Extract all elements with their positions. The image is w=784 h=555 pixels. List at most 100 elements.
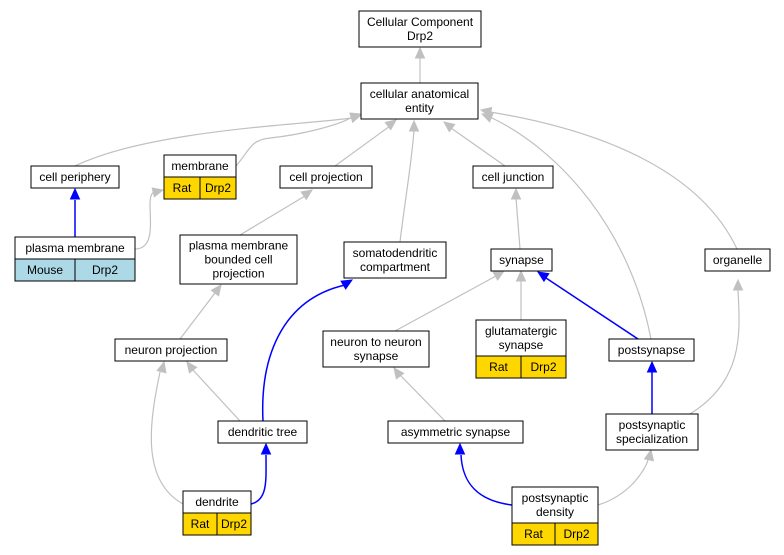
species-tag-label: Drp2: [530, 360, 556, 374]
edge-glutamatergic-synapse: [515, 269, 527, 320]
edge-celljunction-cae: [443, 121, 506, 167]
edge-postsynspec-postsynapse: [646, 360, 658, 414]
arrowhead-icon: [443, 121, 456, 133]
node-label-line: organelle: [713, 253, 763, 267]
node-label-line: neuron projection: [125, 343, 218, 357]
edge-psd-asymmetric: [454, 442, 513, 506]
edge-membrane-cae: [235, 112, 363, 167]
node-label-line: postsynaptic: [619, 418, 686, 432]
node-label-line: dendrite: [195, 495, 239, 509]
edge-asymmetric-n2n: [393, 367, 446, 422]
node-label-line: dendritic tree: [228, 425, 298, 439]
arrowhead-icon: [646, 360, 658, 373]
node-dendritic-tree: dendritic tree: [217, 420, 308, 444]
arrowhead-icon: [492, 270, 506, 281]
node-label-line: synapse: [354, 349, 399, 363]
species-tag: Mouse: [14, 258, 76, 282]
node-label-line: glutamatergic: [485, 324, 557, 338]
edge-dendrite-dendritictree: [250, 442, 272, 505]
species-tag-label: Drp2: [563, 527, 589, 541]
species-tag-label: Rat: [524, 527, 543, 541]
arrowhead-icon: [515, 269, 527, 282]
arrowhead-icon: [510, 187, 522, 200]
node-label-line: cell periphery: [39, 170, 110, 184]
edge-plasmamembrane-cellperiphery: [69, 187, 81, 237]
node-label-line: entity: [405, 101, 434, 115]
edge-dendrite-neuronprojection: [150, 360, 184, 505]
arrowhead-icon: [151, 187, 165, 198]
node-label-line: membrane: [171, 159, 229, 173]
node-label-line: density: [536, 505, 574, 519]
arrowhead-icon: [340, 279, 354, 290]
species-tag: Drp2: [520, 355, 567, 379]
arrowhead-icon: [643, 448, 655, 462]
edge-somato-cae: [399, 119, 420, 243]
node-label-line: Drp2: [407, 29, 433, 43]
node-synapse: synapse: [490, 248, 553, 272]
node-cell-junction: cell junction: [472, 165, 554, 189]
species-tag-label: Rat: [191, 517, 210, 531]
node-label-line: plasma membrane: [25, 241, 125, 255]
edge-cellprojection-cae: [334, 119, 397, 167]
node-label-line: bounded cell: [204, 253, 272, 267]
arrowhead-icon: [732, 278, 744, 291]
node-neuron-projection: neuron projection: [114, 338, 228, 362]
node-label-line: cellular anatomical: [370, 87, 469, 101]
species-tag: Drp2: [216, 512, 252, 536]
node-label-line: compartment: [360, 260, 431, 274]
species-tag-label: Rat: [489, 360, 508, 374]
node-label-line: postsynapse: [618, 343, 686, 357]
node-label-line: neuron to neuron: [330, 335, 421, 349]
arrowhead-icon: [260, 442, 272, 455]
edge-psd-postsynspec: [597, 448, 655, 506]
species-tag-label: Drp2: [205, 181, 231, 195]
edge-plasmamembrane-membrane: [134, 187, 165, 250]
arrowhead-icon: [454, 442, 466, 455]
species-tag: Rat: [163, 176, 201, 200]
edge-n2n-synapse: [394, 270, 506, 332]
species-tag-label: Drp2: [92, 263, 118, 277]
edge-pmbcp-cellprojection: [239, 189, 314, 236]
species-tag-label: Mouse: [27, 263, 63, 277]
node-asymmetric: asymmetric synapse: [387, 420, 524, 444]
node-label-line: plasma membrane: [189, 239, 289, 253]
species-tag: Drp2: [554, 522, 599, 546]
edge-dendritictree-somato: [261, 279, 354, 422]
arrowhead-icon: [156, 360, 167, 374]
edge-postsynspec-organelle: [689, 278, 744, 415]
node-label-line: synapse: [499, 338, 544, 352]
node-label-line: somatodendritic: [353, 246, 438, 260]
edge-synapse-celljunction: [510, 187, 522, 250]
node-postsynapse: postsynapse: [608, 338, 695, 362]
node-label-line: asymmetric synapse: [401, 425, 511, 439]
node-label-line: cell junction: [482, 170, 545, 184]
edge-cae-root: [414, 46, 426, 83]
node-label-line: synapse: [499, 253, 544, 267]
arrowhead-icon: [210, 284, 222, 297]
arrowhead-icon: [69, 187, 81, 200]
node-label-line: cell projection: [289, 170, 362, 184]
node-label-line: Cellular Component: [367, 15, 474, 29]
arrowhead-icon: [349, 112, 363, 123]
edge-dendritictree-neuronprojection: [186, 361, 241, 422]
arrowhead-icon: [300, 189, 314, 201]
arrowhead-icon: [408, 119, 420, 132]
species-tag-label: Rat: [173, 181, 192, 195]
node-organelle: organelle: [704, 248, 771, 272]
edge-neuronprojection-pmbcp: [179, 284, 222, 340]
species-tag-label: Drp2: [221, 517, 247, 531]
species-tag: Drp2: [199, 176, 237, 200]
arrowhead-icon: [393, 367, 405, 380]
